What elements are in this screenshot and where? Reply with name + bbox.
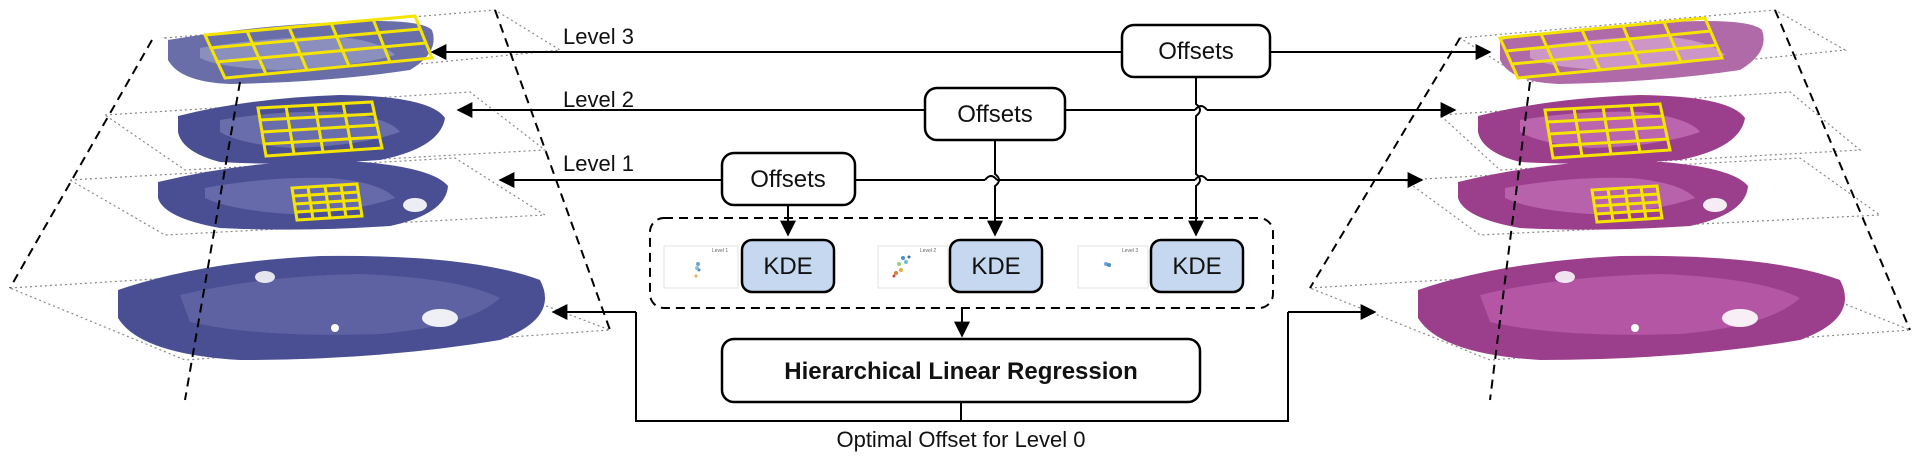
left-plane-level2 [103, 91, 547, 171]
kde-box-3-label: KDE [1172, 253, 1221, 280]
right-pyramid-edge-left-outer [1309, 37, 1461, 289]
offsets-box-level2: Offsets [923, 86, 1067, 142]
left-pyramid [9, 9, 611, 401]
kde-box-3: KDE [1149, 238, 1245, 294]
offsets-box-level1-label: Offsets [750, 166, 826, 193]
level3-label: Level 3 [563, 24, 634, 49]
hierarchical-regression-label: Hierarchical Linear Regression [784, 358, 1137, 385]
right-pyramid-edge-right-outer [1774, 9, 1911, 331]
mini-plot-level2: Level 2 [877, 245, 949, 289]
left-pyramid-edge-right-outer [494, 9, 611, 331]
offsets-to-kde-arrows [780, 77, 1204, 237]
offsets-box-level1: Offsets [720, 151, 857, 207]
kde-box-2: KDE [948, 238, 1044, 294]
right-plane-level1 [1403, 157, 1882, 236]
mini-plot-level1: Level 1 [663, 245, 739, 289]
kde-box-2-label: KDE [971, 253, 1020, 280]
right-pyramid-edge-left-inner [1489, 81, 1531, 401]
level2-label: Level 2 [563, 87, 634, 112]
right-pyramid [1309, 9, 1911, 401]
left-pyramid-edge-left-outer [9, 39, 153, 289]
mini-plot-level1-title: Level 1 [712, 248, 728, 254]
right-plane-level2 [1438, 91, 1862, 171]
offsets-box-level2-label: Offsets [957, 101, 1033, 128]
left-grid-level1 [290, 182, 364, 222]
mini-plot-level2-title: Level 2 [920, 248, 936, 254]
left-grid-level2 [256, 100, 384, 158]
level1-label: Level 1 [563, 151, 634, 176]
offsets-box-level3: Offsets [1120, 23, 1272, 79]
hierarchical-regression-box: Hierarchical Linear Regression [720, 337, 1202, 404]
right-tissue-level0 [1418, 255, 1845, 360]
level1-connector [498, 172, 1424, 188]
mini-plot-level3: Level 3 [1077, 245, 1149, 289]
left-pyramid-edge-left-inner [184, 81, 241, 401]
optimal-offset-label: Optimal Offset for Level 0 [836, 427, 1085, 452]
right-grid-level1 [1590, 184, 1664, 224]
optimal-offset-loop [551, 304, 1377, 422]
right-grid-level2 [1543, 102, 1672, 160]
offsets-box-level3-label: Offsets [1158, 38, 1234, 65]
left-tissue-level0 [118, 255, 545, 360]
mini-plot-level3-title: Level 3 [1122, 248, 1138, 254]
kde-box-1-label: KDE [763, 253, 812, 280]
right-grid-level3 [1497, 16, 1725, 80]
kde-box-1: KDE [740, 238, 836, 294]
level2-connector [456, 102, 1457, 118]
